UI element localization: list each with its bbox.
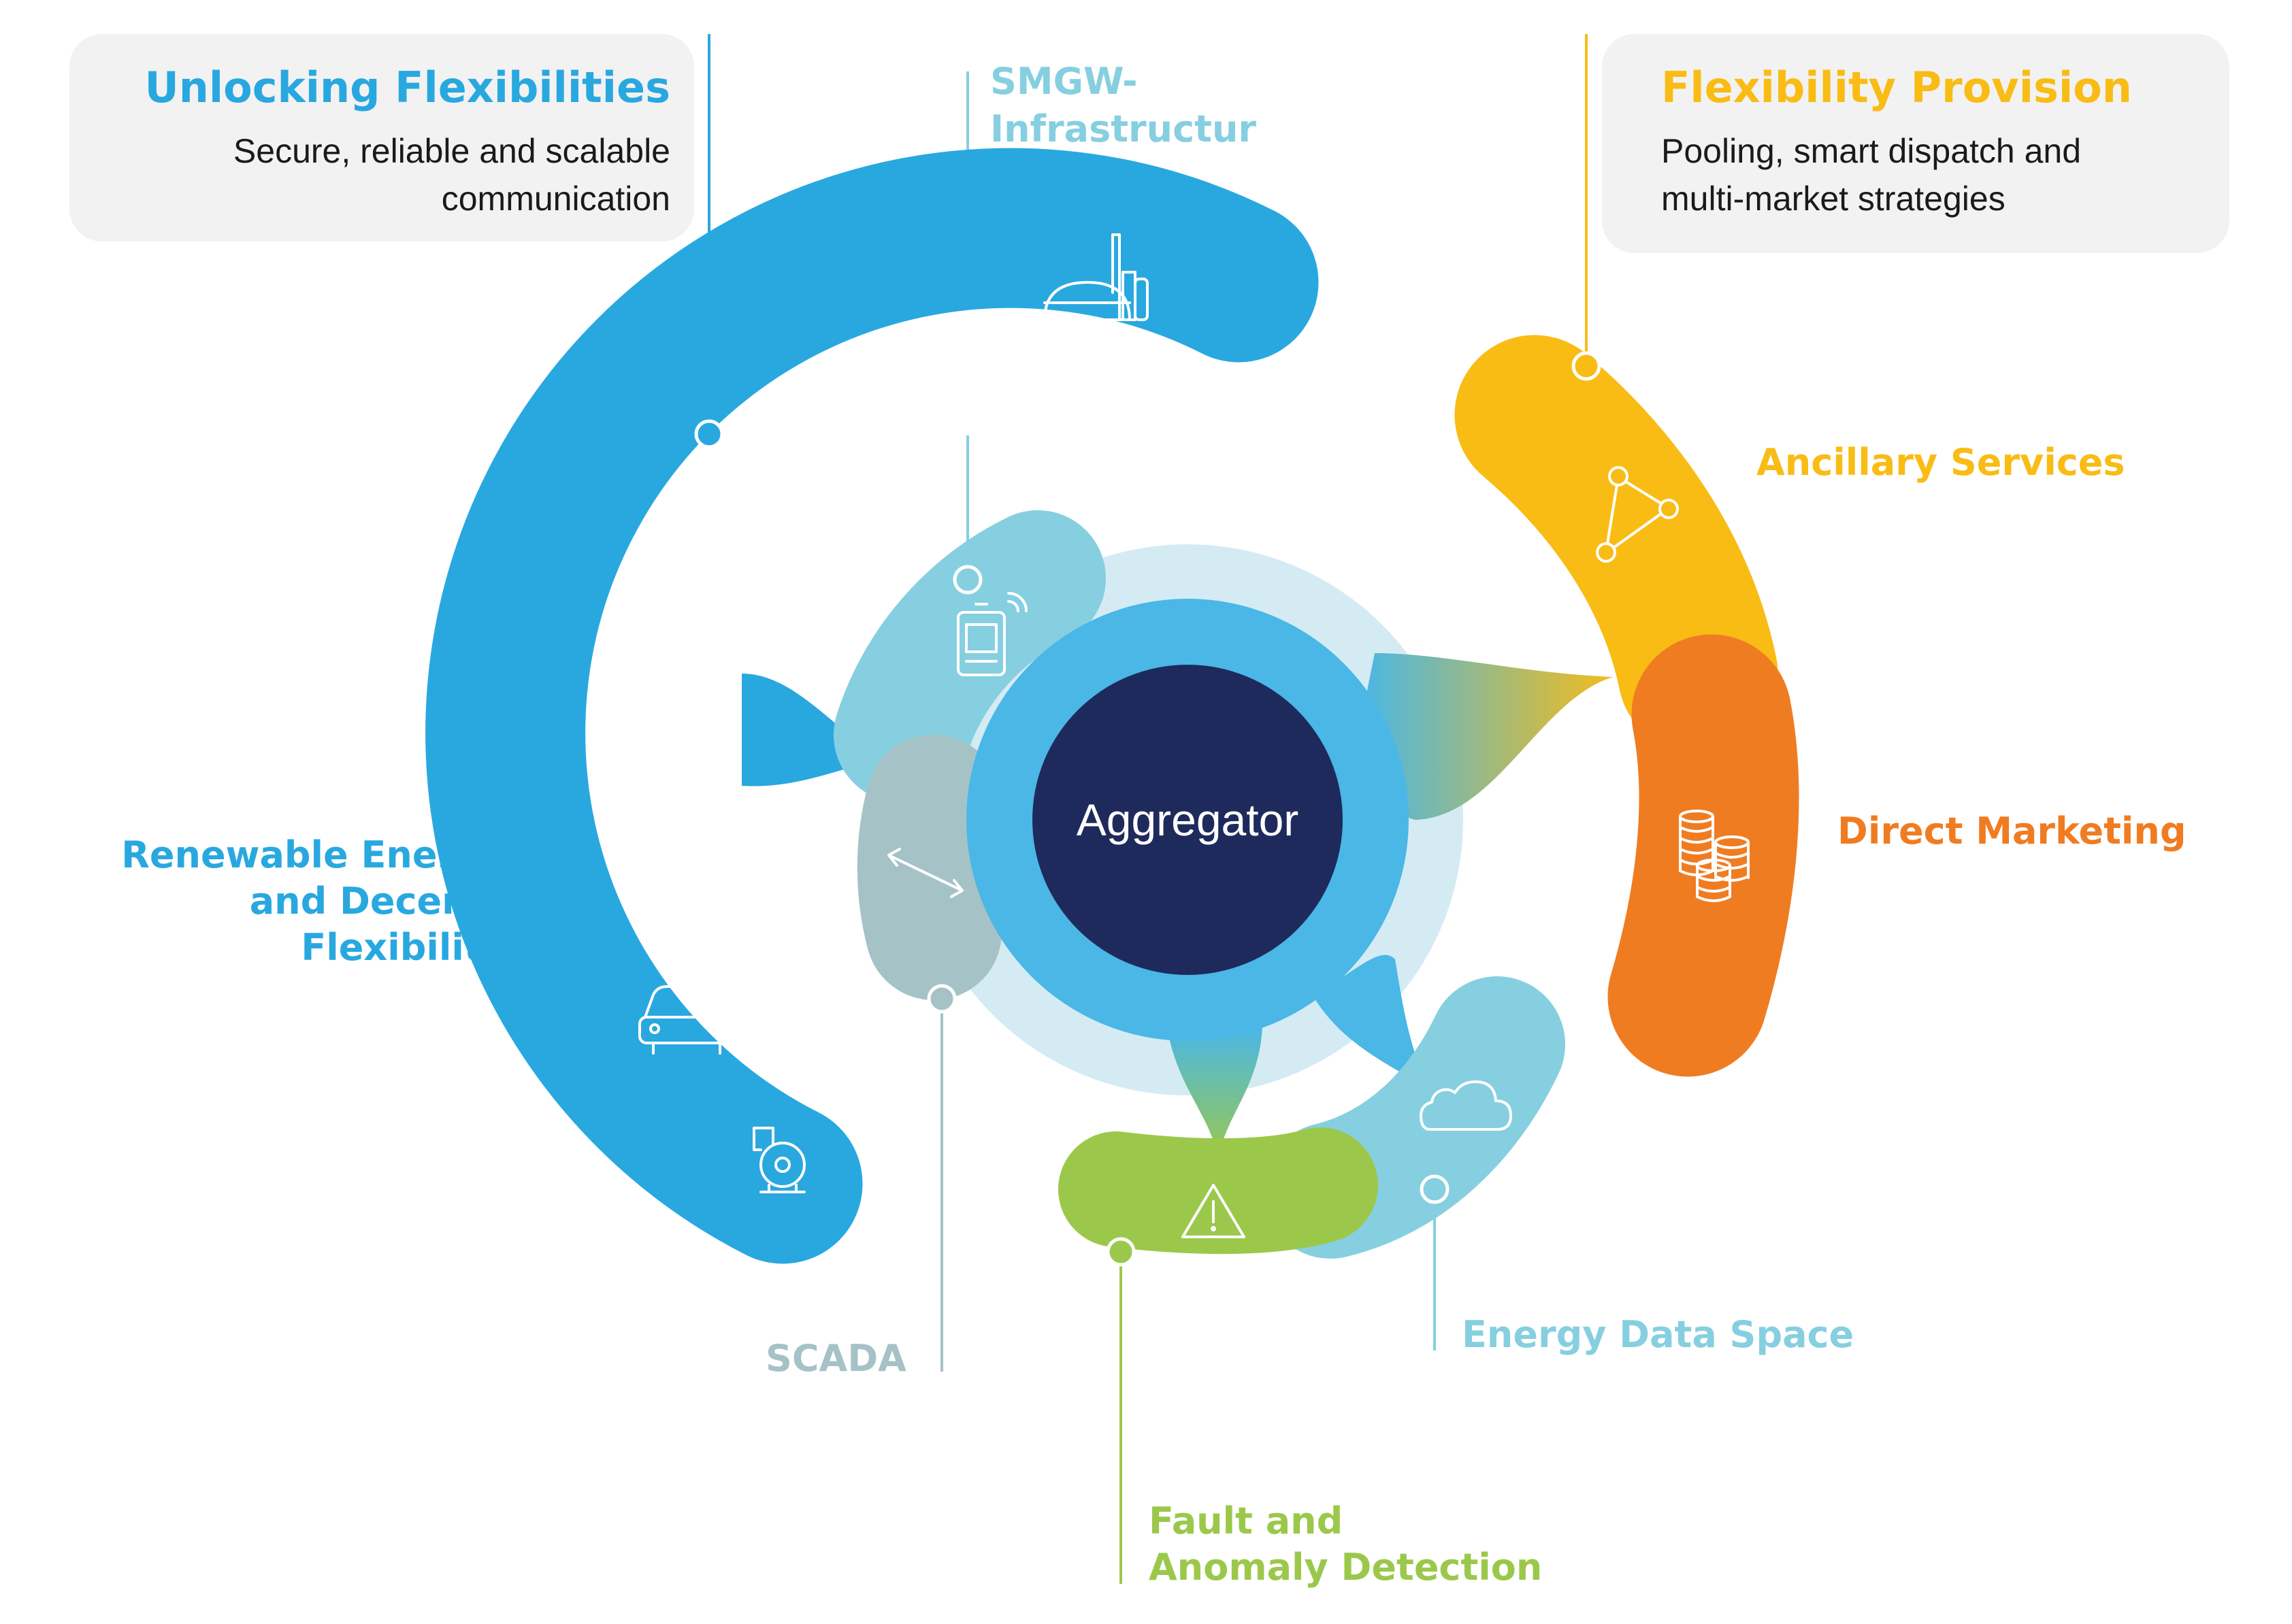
scada-arc — [857, 735, 1002, 1000]
unlocking-flexibilities-box — [69, 34, 694, 242]
network-triangle-icon — [1596, 466, 1679, 563]
smgw-label-line2: Infrastructur — [990, 107, 1257, 150]
coin-stacks-icon — [1679, 810, 1750, 902]
renewables-label-line1: Renewable Energies — [121, 833, 541, 876]
data-space-flow — [1313, 955, 1429, 1089]
dot-scada — [927, 984, 957, 1014]
biogas-plant-icon — [1043, 233, 1149, 321]
dot-flexibility — [1571, 351, 1601, 381]
unlocking-flexibilities-desc-2: communication — [441, 180, 670, 218]
smart-meter-gateway-icon — [957, 592, 1028, 676]
fault-label-line1: Fault and — [1149, 1499, 1343, 1542]
battery-icon — [651, 629, 732, 686]
unlocking-flexibilities-desc-1: Secure, reliable and scalable — [233, 132, 670, 170]
wind-turbine-icon — [725, 427, 837, 549]
fault-arc — [1058, 1127, 1378, 1255]
aggregator-label: Aggregator — [1076, 795, 1299, 845]
renewables-arc — [425, 148, 1319, 1264]
flexibility-provision-box — [1602, 34, 2229, 253]
flexibility-provision-desc-1: Pooling, smart dispatch and — [1661, 132, 2082, 170]
ancillary-arc — [1454, 335, 1778, 754]
scada-label: SCADA — [766, 1337, 906, 1380]
flexibility-provision-desc-2: multi-market strategies — [1661, 180, 2006, 218]
warning-icon — [1181, 1184, 1245, 1238]
smgw-arc — [834, 510, 1106, 803]
ancillary-services-label: Ancillary Services — [1756, 441, 2125, 484]
unlocking-flexibilities-title: Unlocking Flexibilities — [144, 63, 670, 112]
aggregator-core — [1032, 665, 1343, 975]
dot-smgw — [953, 565, 983, 595]
energy-data-space-label: Energy Data Space — [1462, 1313, 1854, 1356]
renewables-label-line3: Flexibilities — [301, 926, 541, 969]
flexibility-provision-title: Flexibility Provision — [1661, 63, 2132, 112]
renewables-label-line2: and Decentral — [249, 880, 541, 923]
solar-panel-icon — [874, 339, 962, 405]
fault-label-line2: Anomaly Detection — [1149, 1546, 1543, 1589]
cloud-icon — [1420, 1080, 1512, 1131]
dot-energy-data — [1420, 1174, 1450, 1204]
heat-pump-icon — [753, 1127, 806, 1193]
dot-unlocking — [694, 419, 724, 449]
bidirectional-arrow-icon — [887, 848, 964, 898]
hydrogen-icon — [615, 793, 684, 872]
fault-flow — [1167, 1027, 1262, 1160]
dot-fault — [1106, 1237, 1136, 1267]
electric-car-icon — [638, 985, 761, 1055]
direct-marketing-label: Direct Marketing — [1837, 810, 2187, 852]
h2-icon-label: H2 — [641, 816, 671, 852]
provision-flow — [1361, 653, 1613, 820]
smgw-label-line1: SMGW- — [990, 60, 1138, 103]
